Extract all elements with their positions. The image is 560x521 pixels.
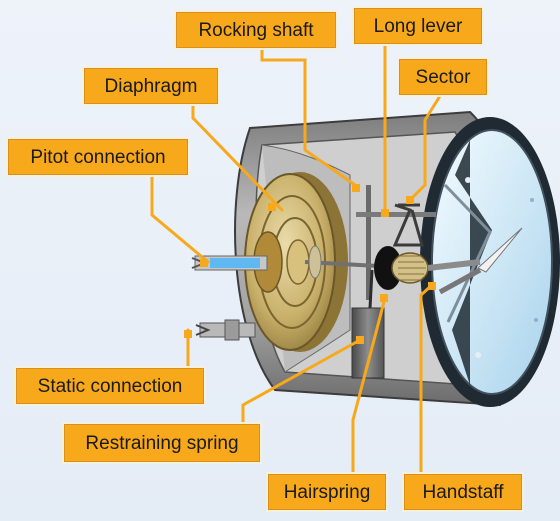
label-hairspring: Hairspring — [266, 472, 388, 512]
handstaff-shaft — [427, 259, 481, 271]
label-static-connection: Static connection — [14, 366, 206, 406]
label-handstaff: Handstaff — [402, 472, 524, 512]
diaphragm-capsule — [244, 172, 348, 352]
static-port — [195, 319, 256, 341]
pointer-needle — [477, 227, 523, 273]
hairspring-gear — [374, 246, 429, 290]
label-restraining-spring: Restraining spring — [62, 422, 262, 464]
handstaff-tail — [438, 267, 482, 295]
label-rocking-shaft: Rocking shaft — [174, 10, 338, 50]
label-pitot-connection: Pitot connection — [6, 137, 190, 177]
leader-end-markers — [184, 184, 436, 344]
label-sector: Sector — [397, 57, 489, 97]
linkage-mechanism — [304, 185, 436, 300]
label-long-lever: Long lever — [352, 6, 484, 46]
label-diaphragm: Diaphragm — [82, 66, 220, 106]
